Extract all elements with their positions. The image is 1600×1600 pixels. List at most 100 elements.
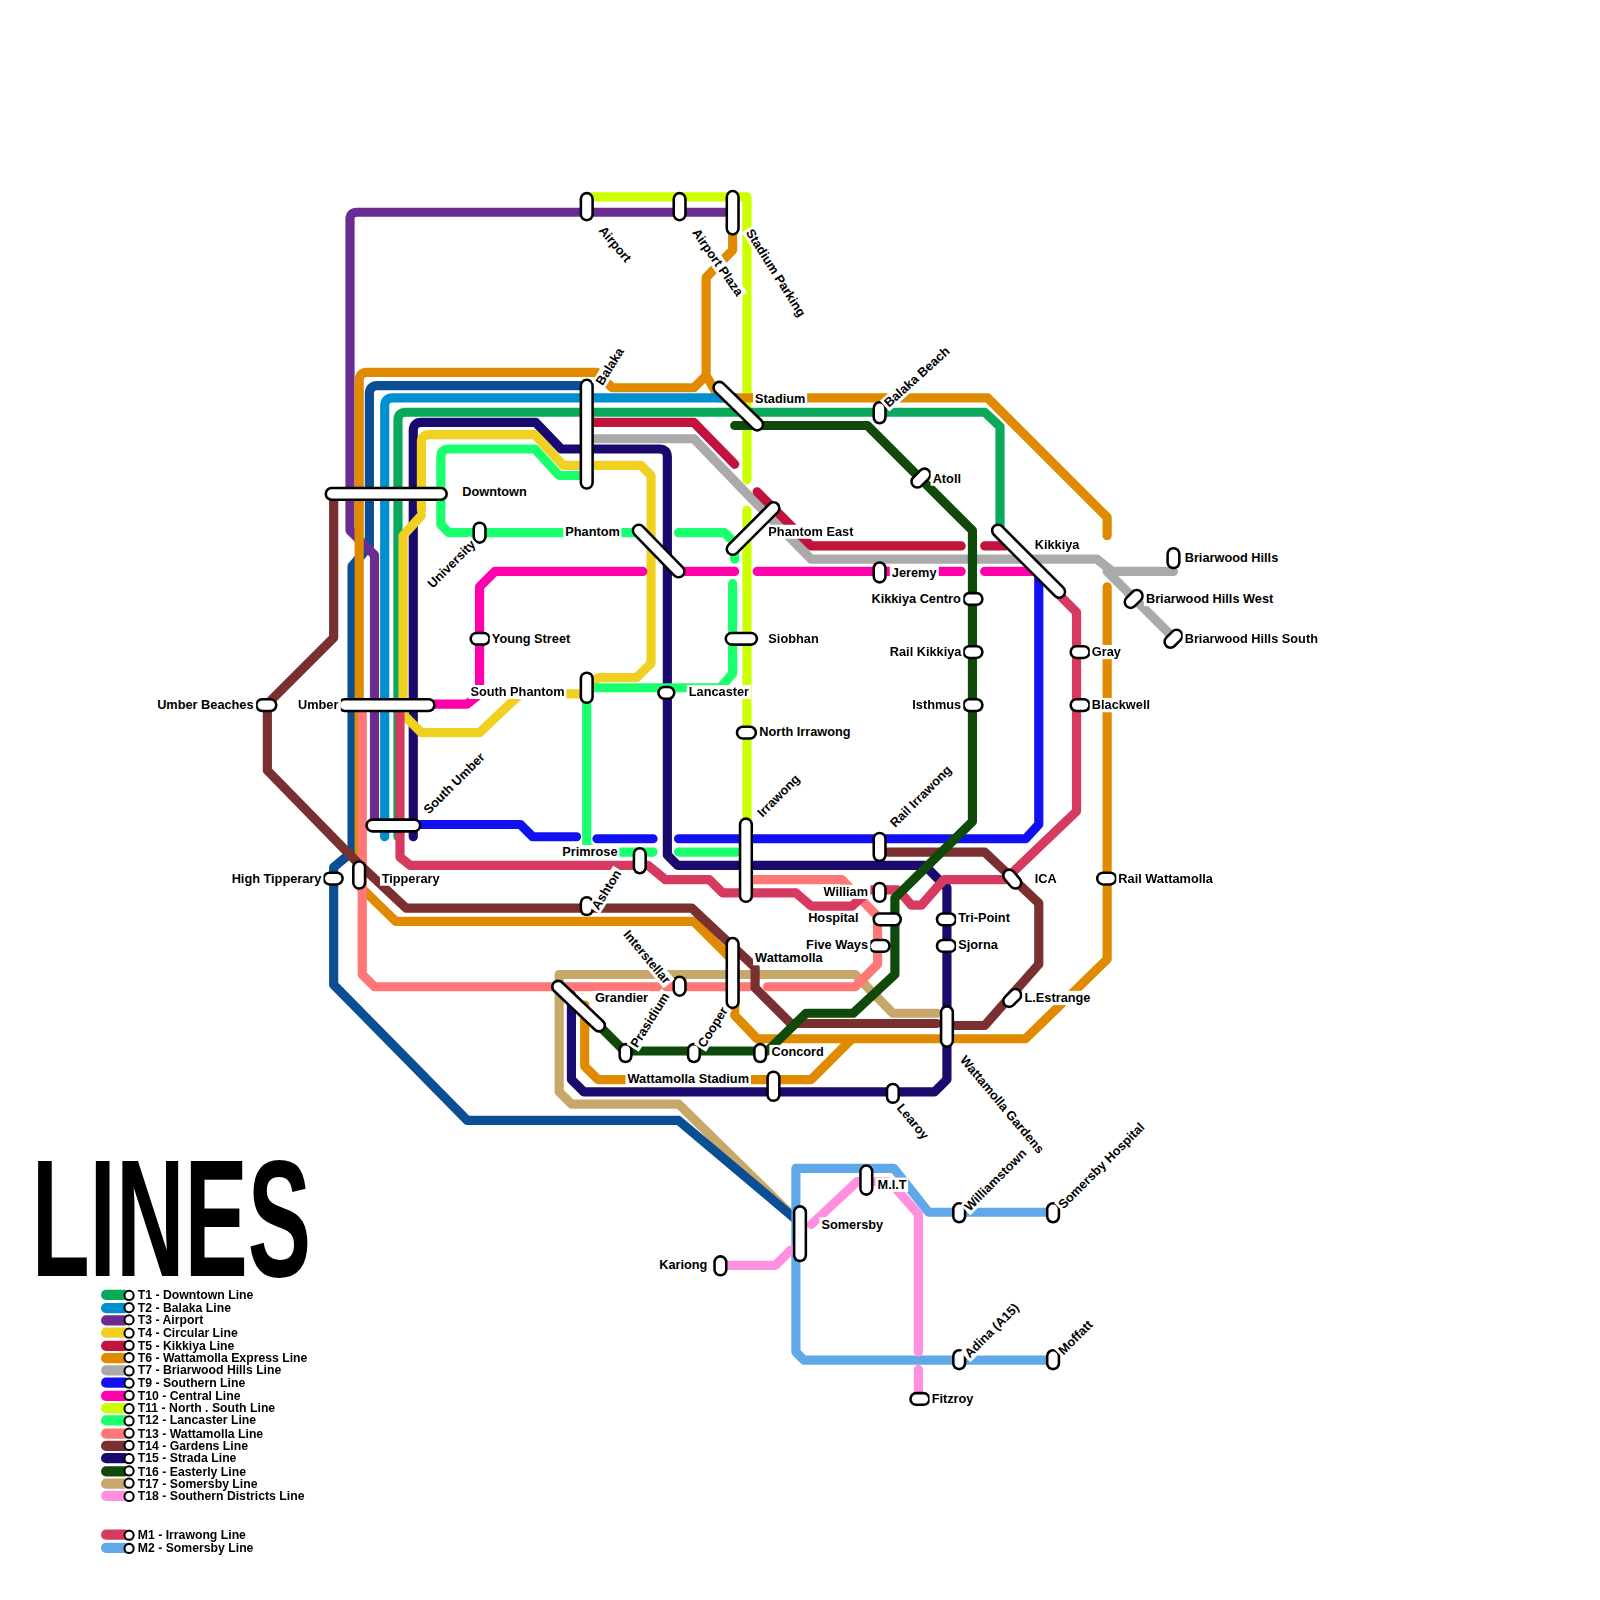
station-marker <box>664 688 668 697</box>
legend-row: T2 - Balaka Line <box>101 1297 231 1311</box>
station-marker <box>728 944 737 1002</box>
station-marker <box>859 1171 873 1188</box>
station-marker <box>969 594 976 603</box>
station-label: Umber <box>296 698 340 712</box>
legend-row: M1 - Irrawong Line <box>101 1524 246 1538</box>
station-label: Grandier <box>593 991 650 1005</box>
station-marker <box>262 701 270 710</box>
station-label: Tri-Point <box>956 911 1012 925</box>
station-label: Wattamolla Stadium <box>626 1071 752 1085</box>
station-marker <box>880 912 895 926</box>
legend-row: T11 - North . South Line <box>101 1398 275 1412</box>
station-marker <box>872 568 886 576</box>
station-marker <box>769 1078 778 1095</box>
station-ring <box>123 1478 134 1489</box>
legend-row: T3 - Airport <box>101 1310 203 1324</box>
legend-row: T16 - Easterly Line <box>101 1460 246 1474</box>
station-ring <box>123 1403 134 1414</box>
station-label: Adina (A15) <box>960 1299 1023 1362</box>
station-marker <box>955 1356 964 1363</box>
station-label: Sjorna <box>956 938 1000 952</box>
legend-text: T4 - Circular Line <box>138 1326 238 1340</box>
station-ring <box>123 1440 134 1451</box>
station-marker <box>582 199 591 214</box>
station-ring <box>123 1327 134 1338</box>
legend-row: M2 - Somersby Line <box>101 1538 253 1552</box>
legend-text: T7 - Briarwood Hills Line <box>138 1363 282 1377</box>
station-marker <box>332 487 441 501</box>
station-marker <box>917 474 924 481</box>
legend-text: T1 - Downtown Line <box>138 1288 254 1302</box>
station-marker <box>580 199 594 214</box>
station-marker <box>917 474 924 481</box>
station-label: ICA <box>1033 871 1059 885</box>
station-label: South Phantom <box>468 685 566 699</box>
station-label: Blackwell <box>1090 698 1152 712</box>
station-marker <box>872 408 886 417</box>
station-marker <box>1131 596 1137 602</box>
station-marker <box>639 531 679 572</box>
legend-text: T13 - Wattamolla Line <box>138 1426 263 1440</box>
station-label: North Irrawong <box>757 724 853 738</box>
station-label: William <box>821 885 870 899</box>
station-marker <box>739 824 753 895</box>
station-marker <box>732 632 751 646</box>
legend-row: T15 - Strada Line <box>101 1448 236 1462</box>
station-marker <box>753 1050 767 1056</box>
legend-text: T15 - Strada Line <box>138 1451 237 1465</box>
station-marker <box>1048 1356 1057 1363</box>
legend-row: T13 - Wattamolla Line <box>101 1423 263 1437</box>
station-label: Learoy <box>892 1099 932 1143</box>
station-marker <box>875 889 884 896</box>
station-ring <box>123 1302 134 1313</box>
station-ring <box>123 1290 134 1301</box>
station-ring <box>123 1340 134 1351</box>
station-marker <box>372 818 414 832</box>
station-marker <box>675 983 684 990</box>
legend-row: T18 - Southern Districts Line <box>101 1486 304 1500</box>
station-marker <box>675 199 684 214</box>
station-label: M.I.T <box>876 1178 909 1192</box>
station-marker <box>969 698 976 712</box>
station-marker <box>743 728 750 737</box>
station-marker <box>633 854 647 867</box>
station-marker <box>726 197 740 229</box>
station-ring <box>123 1315 134 1326</box>
station-marker <box>689 1050 698 1056</box>
station-label: Rail Irrawong <box>886 761 956 831</box>
station-label: Kariong <box>657 1258 709 1272</box>
station-marker <box>687 1050 701 1056</box>
station-label: Airport Plaza <box>688 224 747 300</box>
station-marker <box>664 686 668 700</box>
legend-text: T9 - Southern Line <box>138 1376 245 1390</box>
station-label: Phantom <box>563 524 622 538</box>
transit-line <box>587 422 1005 545</box>
station-label: Siobhan <box>766 632 820 646</box>
station-marker <box>728 197 737 229</box>
station-marker <box>1009 995 1015 1001</box>
station-marker <box>943 941 950 950</box>
station-marker <box>952 1209 966 1216</box>
station-marker <box>582 679 591 697</box>
legend-text: T5 - Kikkiya Line <box>138 1338 235 1352</box>
station-label: Rail Wattamolla <box>1116 871 1215 885</box>
station-marker <box>756 1050 765 1056</box>
station-marker <box>1103 874 1110 883</box>
station-marker <box>672 983 686 990</box>
legend-row: T7 - Briarwood Hills Line <box>101 1360 281 1374</box>
station-marker <box>766 1078 780 1095</box>
station-marker <box>886 1090 900 1097</box>
legend-text: T10 - Central Line <box>138 1388 241 1402</box>
station-marker <box>1077 698 1084 712</box>
transit-line <box>587 439 1174 638</box>
station-marker <box>1077 645 1084 659</box>
station-marker <box>955 1209 964 1216</box>
station-marker <box>875 408 884 417</box>
transit-line <box>441 449 737 852</box>
station-label: University <box>423 536 480 593</box>
station-marker <box>580 679 594 697</box>
station-marker <box>330 874 337 883</box>
legend-text: T17 - Somersby Line <box>138 1476 258 1490</box>
station-label: Stadium <box>753 392 807 406</box>
